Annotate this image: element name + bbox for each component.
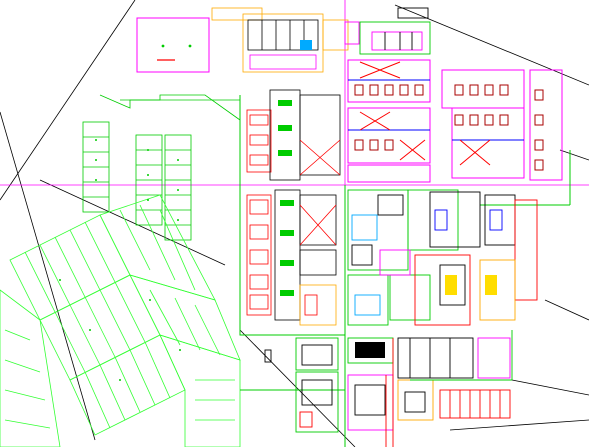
marker-dots	[59, 139, 181, 381]
south-blocks	[240, 337, 511, 447]
dormitory-blocks	[347, 59, 563, 183]
diagonal-parking-lots	[0, 194, 241, 447]
north-east-buildings	[344, 7, 431, 55]
parking-west	[82, 94, 241, 241]
administration-block	[211, 7, 349, 73]
central-services	[347, 189, 538, 326]
south-east-hatch	[410, 330, 513, 419]
north-compound	[136, 17, 210, 73]
central-wards	[246, 89, 341, 326]
